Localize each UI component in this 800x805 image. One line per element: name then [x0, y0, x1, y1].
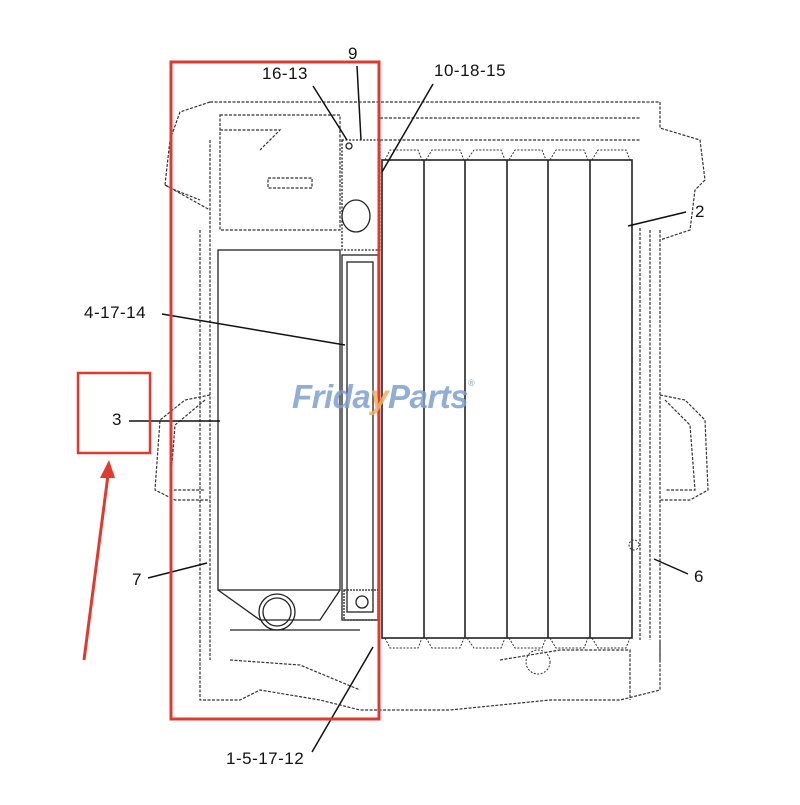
watermark-prefix: Frida	[292, 378, 371, 415]
highlight-box	[169, 60, 381, 721]
callout-1-5-17-12: 1-5-17-12	[226, 749, 305, 768]
callout-3: 3	[112, 410, 122, 429]
callout-16-13: 16-13	[262, 64, 308, 83]
callout-4-17-14: 4-17-14	[84, 303, 147, 322]
registered-mark: ®	[468, 378, 475, 388]
callout-7: 7	[132, 570, 142, 589]
watermark: FridayParts®	[292, 378, 475, 416]
watermark-suffix: Parts	[388, 378, 469, 415]
callout-9: 9	[348, 44, 358, 63]
callout-10-18-15: 10-18-15	[434, 61, 507, 80]
callout-6: 6	[694, 567, 704, 586]
red-arrow-icon	[82, 460, 115, 661]
callout-3-highlight-box	[76, 371, 152, 455]
watermark-y: y	[370, 378, 389, 415]
callout-2: 2	[695, 202, 705, 221]
